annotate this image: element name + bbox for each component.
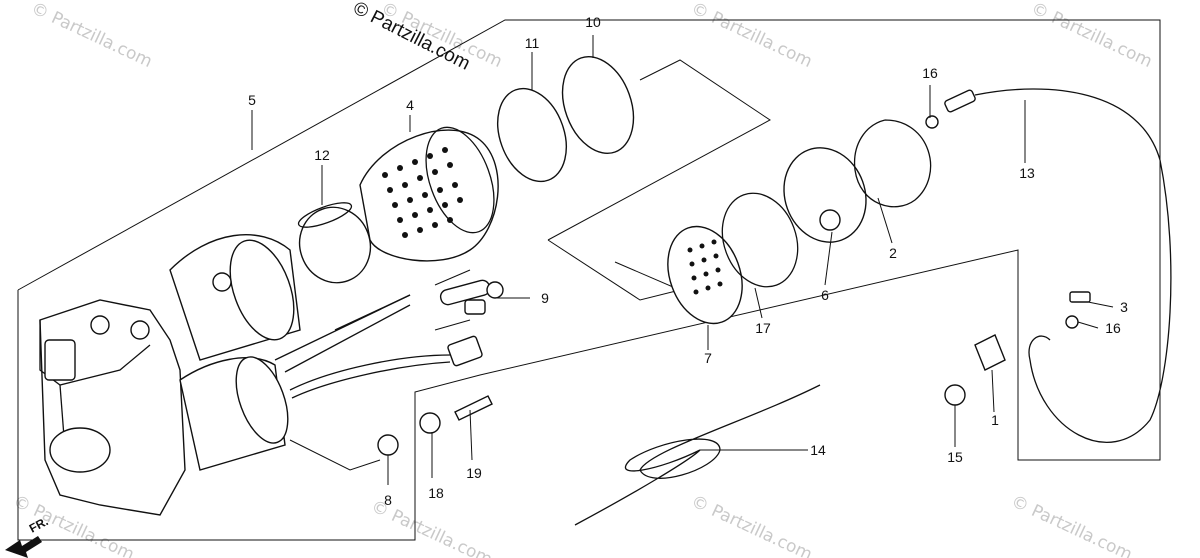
callout-part-2: 2 — [889, 245, 897, 261]
callout-part-9: 9 — [541, 290, 549, 306]
part-7-grille — [667, 225, 743, 325]
callout-part-18: 18 — [428, 485, 444, 501]
callout-part-6: 6 — [821, 287, 829, 303]
fr-direction-arrow: FR. — [5, 514, 50, 558]
watermark: © Partzilla.com — [1008, 491, 1135, 558]
part-11-disc — [497, 87, 567, 183]
callout-part-12: 12 — [314, 147, 330, 163]
part-17-ring — [721, 192, 799, 288]
callout-part-11: 11 — [525, 35, 540, 51]
watermark: © Partzilla.com — [688, 0, 815, 72]
part-16-washer — [1065, 315, 1079, 329]
callout-part-14: 14 — [810, 442, 826, 458]
part-12-cap — [297, 202, 372, 284]
callout-part-3: 3 — [1120, 299, 1128, 315]
callout-labels: 5 4 12 11 10 9 16 13 2 6 17 7 3 16 1 15 … — [248, 14, 1128, 508]
assembly-outline — [17, 19, 1161, 541]
part-14-cable — [574, 384, 821, 526]
watermark: © Partzilla.com — [688, 491, 815, 558]
part-3-switch — [1069, 291, 1091, 303]
callout-part-4: 4 — [406, 97, 414, 113]
part-16-washer-upper — [925, 115, 939, 129]
callout-part-1: 1 — [991, 412, 999, 428]
callout-part-16-lower: 16 — [1105, 320, 1121, 336]
callout-part-13: 13 — [1019, 165, 1035, 181]
part-8-grommet — [377, 434, 399, 456]
callout-part-17: 17 — [755, 320, 771, 336]
part-2-clip — [853, 119, 932, 208]
watermark: © Partzilla.com — [28, 0, 155, 72]
watermark: © Partzilla.com — [1028, 0, 1155, 72]
callout-part-15: 15 — [947, 449, 963, 465]
callout-part-5: 5 — [248, 92, 256, 108]
callout-part-8: 8 — [384, 492, 392, 508]
part-6-housing — [783, 147, 867, 243]
callout-part-10: 10 — [585, 14, 601, 30]
part-10-disc — [561, 55, 635, 155]
callout-part-7: 7 — [704, 350, 712, 366]
part-15-grommet — [944, 384, 966, 406]
part-13-cable — [944, 88, 1172, 443]
part-1-clip — [974, 334, 1006, 371]
part-18-collar — [419, 412, 441, 434]
callout-part-16-upper: 16 — [922, 65, 938, 81]
callout-part-19: 19 — [466, 465, 482, 481]
part-19-bolt — [454, 395, 493, 421]
part-9-hose — [334, 279, 504, 331]
part-4-filter — [359, 126, 499, 262]
filter-mesh — [382, 147, 463, 238]
callout-leaders — [251, 35, 1114, 485]
starter-motor — [39, 234, 483, 516]
